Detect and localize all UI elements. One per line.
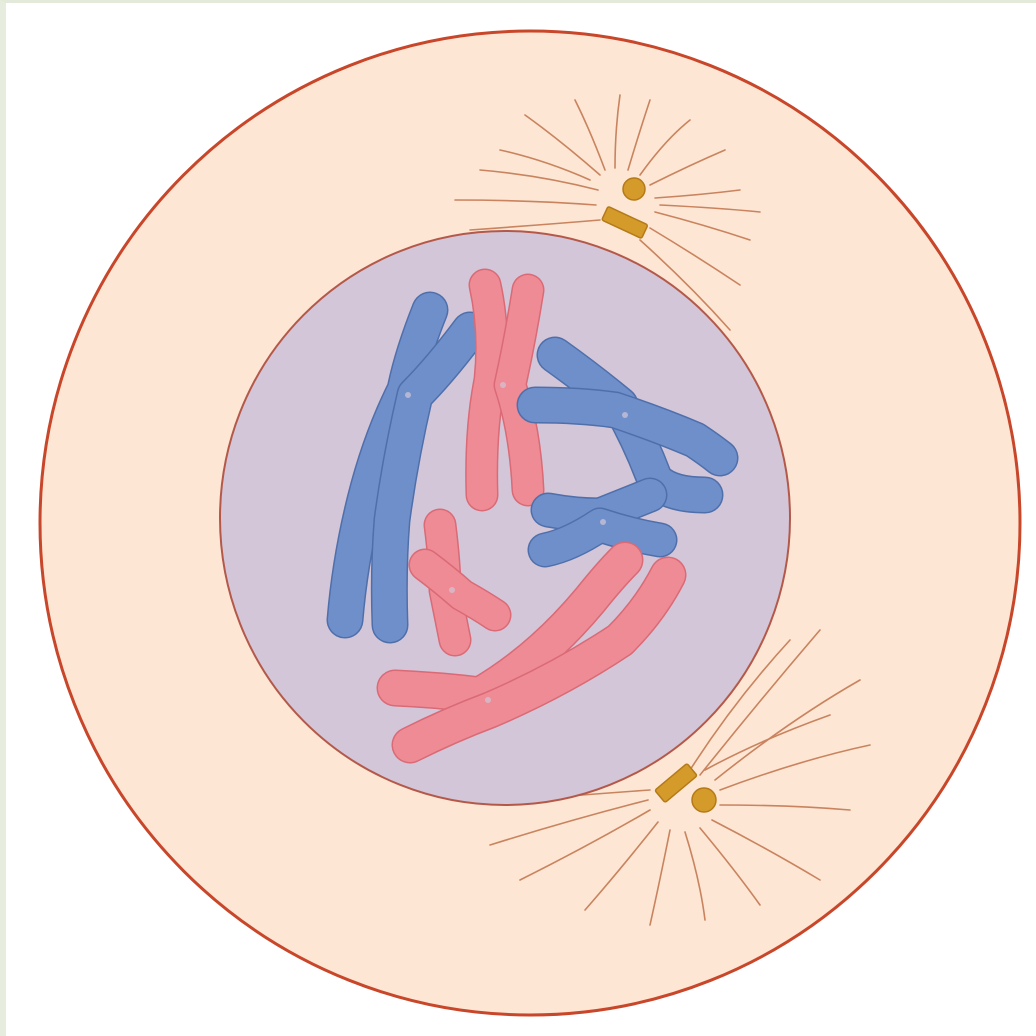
centromere-red-large xyxy=(500,382,506,388)
chromatid-red-large-a xyxy=(482,285,492,495)
centromere-blue-large xyxy=(405,392,411,398)
centromere-red-long xyxy=(485,697,491,703)
centriole-lower-dot xyxy=(692,788,716,812)
centromere-blue-medium xyxy=(622,412,628,418)
centriole-upper-dot xyxy=(623,178,645,200)
centromere-red-small xyxy=(449,587,455,593)
centromere-blue-small xyxy=(600,519,606,525)
